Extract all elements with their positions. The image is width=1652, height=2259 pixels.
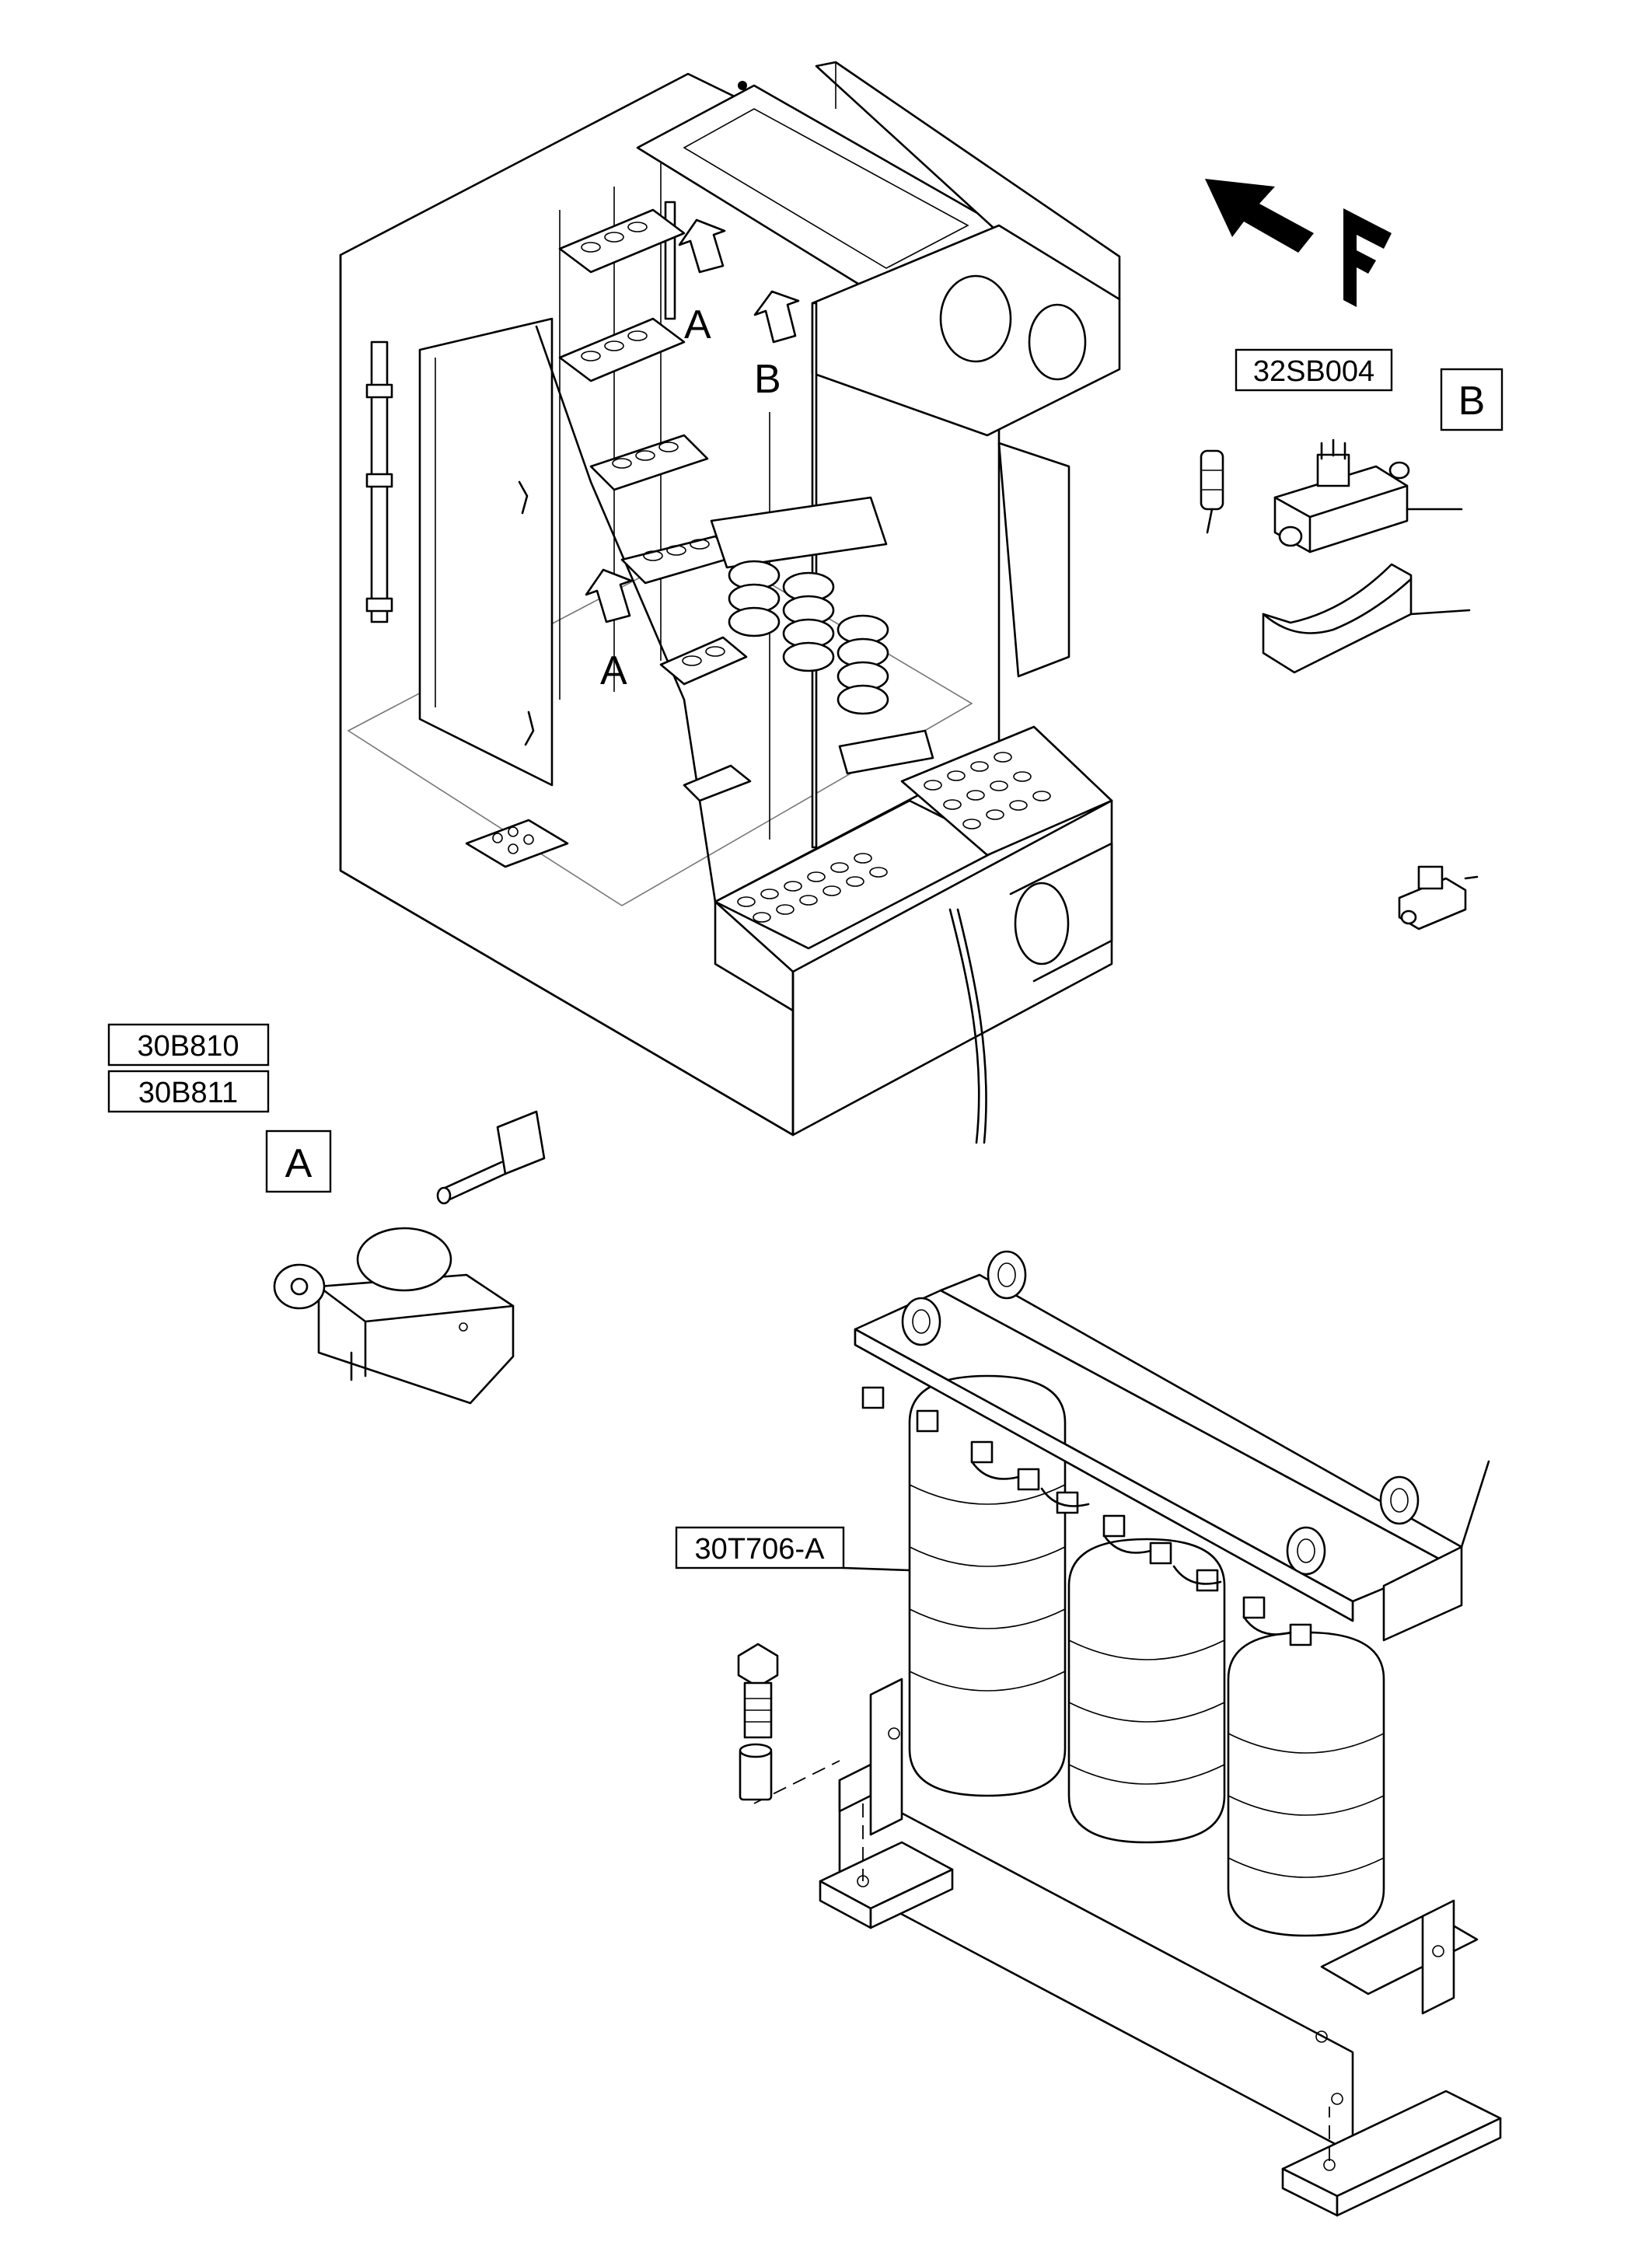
cradle-part bbox=[1262, 563, 1471, 674]
internal-reactor bbox=[710, 496, 934, 775]
cabinet-flange-strip bbox=[815, 61, 1121, 301]
front-letter-f-icon bbox=[1343, 208, 1392, 307]
detail-a: 30B810 30B811 A bbox=[107, 1023, 546, 1405]
detail-b-callout bbox=[1440, 368, 1504, 431]
pointer-arrow-b bbox=[753, 290, 800, 344]
small-switch-part bbox=[1398, 865, 1479, 930]
mounting-bolt-part bbox=[737, 1643, 779, 1801]
lifting-eyes bbox=[901, 1250, 1420, 1576]
part-label-32sb004-text: 32SB004 bbox=[1253, 355, 1374, 388]
floor-grating bbox=[714, 725, 1113, 950]
arrow-a-lower-label: A bbox=[600, 648, 627, 693]
limit-switch-body-part bbox=[273, 1227, 515, 1405]
detail-b: 32SB004 B bbox=[1200, 348, 1504, 930]
part-label-30b810-text: 30B810 bbox=[137, 1030, 239, 1063]
cabinet-assembly: A B A bbox=[339, 61, 1121, 1144]
pointer-arrow-a-upper bbox=[678, 218, 726, 274]
switch-block-part bbox=[1273, 438, 1463, 553]
part-label-30t706a bbox=[675, 1526, 845, 1569]
cartridge-part bbox=[1200, 449, 1224, 534]
detail-a-callout bbox=[265, 1130, 332, 1193]
front-direction-indicator bbox=[1205, 179, 1392, 307]
cabinet-door[interactable] bbox=[418, 317, 554, 787]
part-label-30b811-text: 30B811 bbox=[138, 1077, 238, 1109]
arrow-b-label: B bbox=[754, 357, 781, 402]
arrow-a-upper-label: A bbox=[684, 302, 711, 347]
part-label-32sb004 bbox=[1235, 348, 1393, 392]
transformer-terminals bbox=[861, 1386, 1312, 1646]
detail-b-callout-text: B bbox=[1458, 379, 1486, 424]
perforated-shelves bbox=[558, 208, 752, 802]
pointer-arrow-a-lower bbox=[585, 568, 633, 623]
part-label-30b810 bbox=[107, 1023, 270, 1067]
front-direction-arrow-icon bbox=[1205, 179, 1314, 253]
detail-a-callout-text: A bbox=[285, 1141, 313, 1186]
part-label-30t706a-text: 30T706-A bbox=[695, 1533, 826, 1566]
transformer-assembly: 30T706-A bbox=[675, 1250, 1502, 2217]
actuator-rod-part bbox=[436, 1110, 546, 1205]
part-label-30b811 bbox=[107, 1070, 270, 1113]
